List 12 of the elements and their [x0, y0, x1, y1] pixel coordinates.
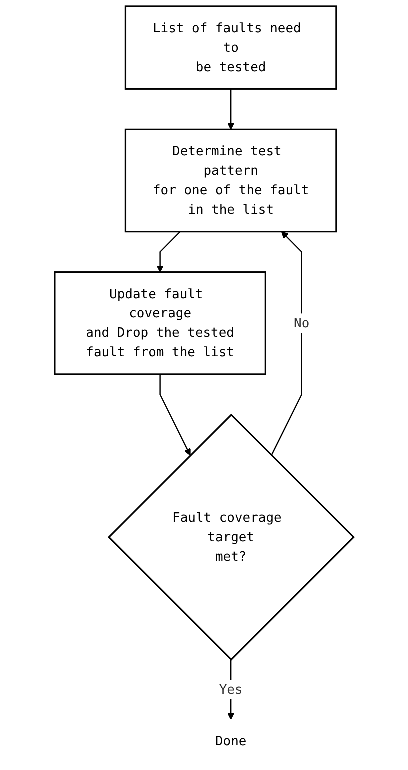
edge-label: Yes [218, 682, 242, 698]
node-diamond: Fault coverage target met? [108, 414, 355, 661]
arrow [227, 660, 234, 720]
edge-label: No [294, 315, 310, 331]
node-box: Determine test pattern for one of the fault in the list [124, 128, 337, 233]
arrow [159, 374, 190, 456]
node-box: List of faults need to be tested [124, 6, 337, 90]
node-text: Done [215, 734, 246, 749]
arrow [156, 231, 180, 273]
arrow [227, 89, 234, 130]
node-box: Update fault coverage and Drop the tested fault from the list [54, 272, 266, 376]
arrow [270, 231, 302, 456]
